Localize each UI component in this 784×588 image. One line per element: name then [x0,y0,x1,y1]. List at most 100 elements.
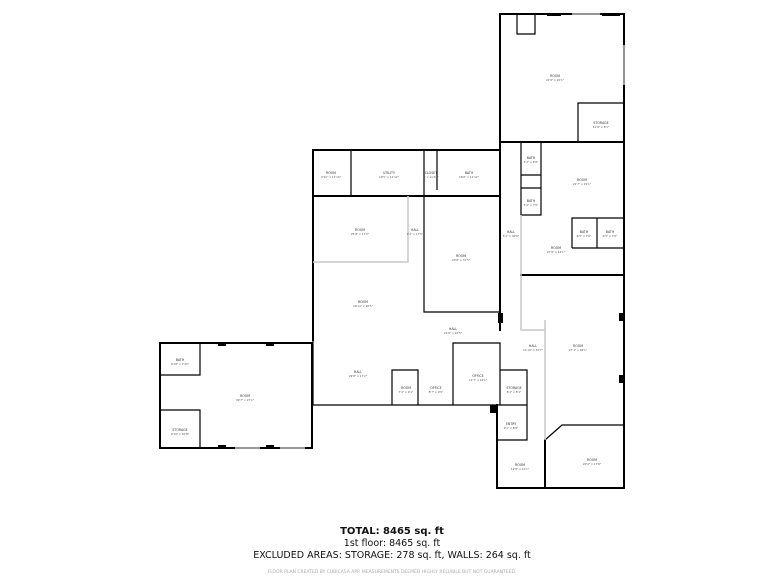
svg-text:5'1" x 40'6": 5'1" x 40'6" [503,234,520,238]
walls [159,13,625,489]
svg-text:21'8" x 10'5": 21'8" x 10'5" [444,331,463,335]
svg-text:9'10" x 7'10": 9'10" x 7'10" [171,362,190,366]
svg-text:ROOM: ROOM [573,344,583,348]
svg-text:ROOM: ROOM [358,300,368,304]
svg-text:ROOM: ROOM [515,463,525,467]
svg-text:39'7" x 27'1": 39'7" x 27'1" [236,398,255,402]
svg-text:BATH: BATH [527,156,536,160]
svg-text:12'7" x 16'1": 12'7" x 16'1" [469,378,488,382]
svg-text:27'8" x 14'1": 27'8" x 14'1" [547,250,566,254]
svg-text:HALL: HALL [354,370,362,374]
svg-text:HALL: HALL [507,230,515,234]
svg-text:9'1" x 8'8": 9'1" x 8'8" [504,426,519,430]
svg-text:11'8" x 8'1": 11'8" x 8'1" [593,125,610,129]
svg-text:6'5" x 7'6": 6'5" x 7'6" [577,234,592,238]
svg-text:5'2" x 7'6": 5'2" x 7'6" [524,203,539,207]
excluded-areas: EXCLUDED AREAS: STORAGE: 278 sq. ft, WAL… [253,550,531,561]
svg-text:22'7" x 19'1": 22'7" x 19'1" [573,182,592,186]
svg-text:9'10" x 10'8": 9'10" x 10'8" [171,432,190,436]
svg-text:ROOM: ROOM [401,386,411,390]
floor-area: 1st floor: 8465 sq. ft [343,538,441,549]
svg-text:4'2" x 17'5": 4'2" x 17'5" [407,232,424,236]
svg-text:20'8" x 31'5": 20'8" x 31'5" [452,258,471,262]
svg-text:20'4" x 17'8": 20'4" x 17'8" [583,462,602,466]
svg-text:22'9" x 20'1": 22'9" x 20'1" [546,78,565,82]
svg-text:BATH: BATH [176,358,185,362]
svg-text:BATH: BATH [465,171,474,175]
svg-text:ROOM: ROOM [355,228,365,232]
svg-text:8'1" x 8'1": 8'1" x 8'1" [507,390,522,394]
svg-text:5'2" x 6'6": 5'2" x 6'6" [524,160,539,164]
svg-text:BATH: BATH [580,230,589,234]
svg-text:7'1" x 9'1": 7'1" x 9'1" [399,390,414,394]
svg-text:29'8" x 17'2": 29'8" x 17'2" [349,374,368,378]
svg-text:27'1" x 46'1": 27'1" x 46'1" [569,348,588,352]
svg-text:25'8" x 17'2": 25'8" x 17'2" [351,232,370,236]
svg-text:ROOM: ROOM [240,394,250,398]
svg-text:12'8" x 12'1": 12'8" x 12'1" [511,467,530,471]
svg-text:OFFICE: OFFICE [472,374,483,378]
svg-text:8'7" x 9'5": 8'7" x 9'5" [429,390,444,394]
svg-text:11'10" x 32'7": 11'10" x 32'7" [523,348,544,352]
svg-text:19'5" x 11'10": 19'5" x 11'10" [379,175,400,179]
svg-text:6'5" x 7'6": 6'5" x 7'6" [603,234,618,238]
svg-text:9'10" x 11'10": 9'10" x 11'10" [321,175,342,179]
total-area: TOTAL: 8465 sq. ft [340,526,444,537]
svg-text:BATH: BATH [527,199,536,203]
svg-text:ROOM: ROOM [326,171,336,175]
svg-text:ROOM: ROOM [456,254,466,258]
disclaimer: FLOOR PLAN CREATED BY CUBICASA APP. MEAS… [267,570,517,575]
svg-text:ROOM: ROOM [551,246,561,250]
svg-text:HALL: HALL [411,228,419,232]
svg-text:HALL: HALL [449,327,457,331]
svg-text:16'8" x 11'10": 16'8" x 11'10" [459,175,480,179]
svg-text:ENTRY: ENTRY [506,422,516,426]
svg-text:OFFICE: OFFICE [430,386,441,390]
svg-text:ROOM: ROOM [587,458,597,462]
svg-text:29'11" x 20'5": 29'11" x 20'5" [353,304,374,308]
svg-text:CLOSET: CLOSET [425,171,437,175]
svg-text:HALL: HALL [529,344,537,348]
svg-text:BATH: BATH [606,230,615,234]
svg-text:UTILITY: UTILITY [383,171,395,175]
svg-text:ROOM: ROOM [577,178,587,182]
svg-text:STORAGE: STORAGE [172,428,187,432]
svg-text:STORAGE: STORAGE [506,386,521,390]
svg-text:STORAGE: STORAGE [593,121,608,125]
svg-text:3' x 11'10": 3' x 11'10" [423,175,439,179]
svg-text:ROOM: ROOM [550,74,560,78]
